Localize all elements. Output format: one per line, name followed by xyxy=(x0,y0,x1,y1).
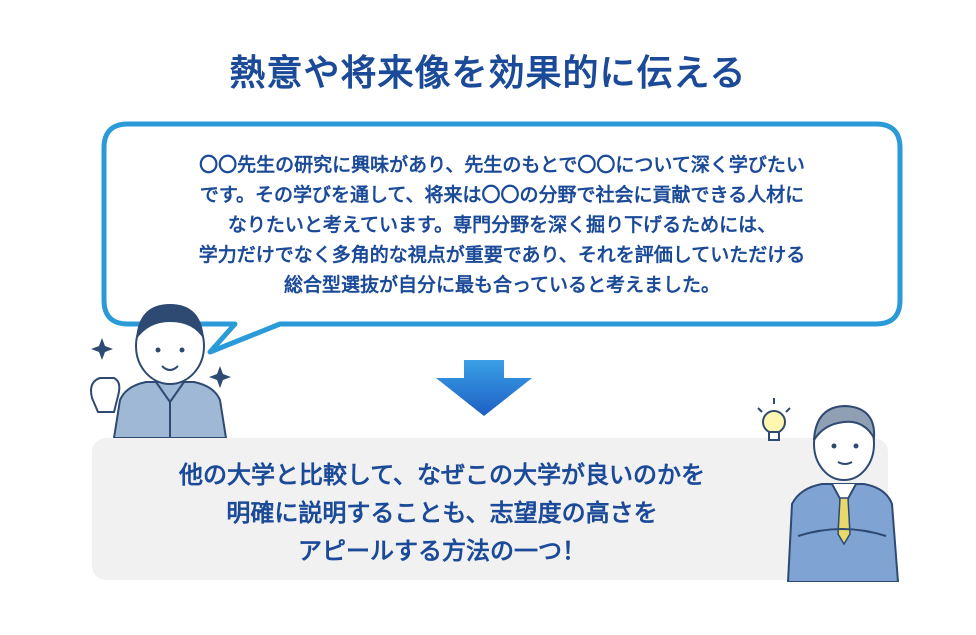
conclusion-box xyxy=(92,438,888,580)
speech-line: 総合型選抜が自分に最も合っていると考えました。 xyxy=(283,274,721,296)
conclusion-line: アピールする方法の一つ！ xyxy=(298,537,586,565)
lightbulb-icon xyxy=(757,398,791,441)
student-illustration xyxy=(90,304,231,438)
teacher-illustration xyxy=(757,398,900,582)
speech-text: 〇〇先生の研究に興味があり、先生のもとで〇〇について深く学びたい です。その学び… xyxy=(130,150,874,300)
speech-line: 〇〇先生の研究に興味があり、先生のもとで〇〇について深く学びたい xyxy=(199,154,805,176)
sparkle-icon xyxy=(91,338,231,388)
speech-line: です。その学びを通して、将来は〇〇の分野で社会に貢献できる人材に xyxy=(199,184,805,206)
speech-line: なりたいと考えています。専門分野を深く掘り下げるためには、 xyxy=(227,214,777,236)
page-title: 熱意や将来像を効果的に伝える xyxy=(229,53,747,94)
conclusion-line: 他の大学と比較して、なぜこの大学が良いのかを xyxy=(178,461,706,489)
down-arrow-icon xyxy=(436,360,532,416)
speech-line: 学力だけでなく多角的な視点が重要であり、それを評価していただける xyxy=(198,244,806,266)
conclusion-text: 他の大学と比較して、なぜこの大学が良いのかを 明確に説明することも、志望度の高さ… xyxy=(92,456,792,570)
conclusion-line: 明確に説明することも、志望度の高さを xyxy=(226,499,658,527)
